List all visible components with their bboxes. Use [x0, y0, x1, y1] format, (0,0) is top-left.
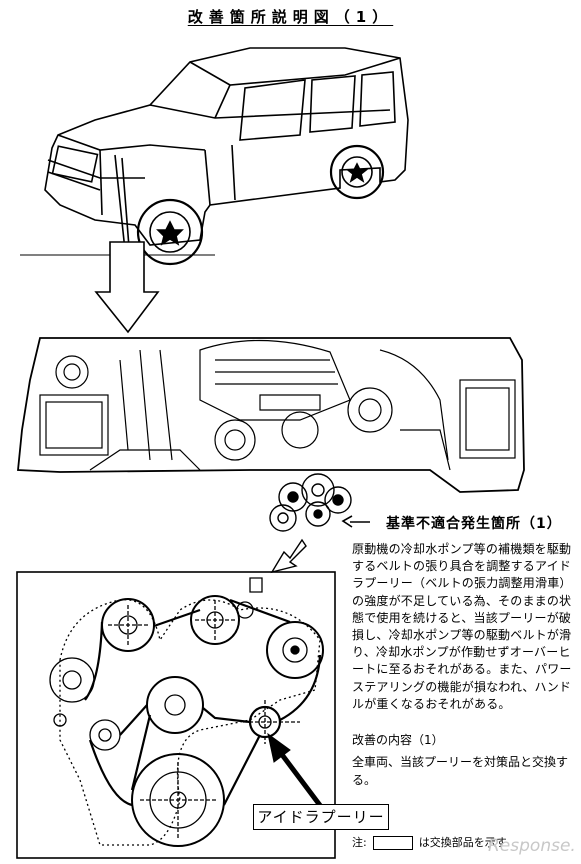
- vehicle-illustration: [20, 47, 409, 266]
- engine-bay-illustration: [17, 337, 525, 493]
- note-suffix: は交換部品を示す: [418, 836, 507, 849]
- legend-note: 注: は交換部品を示す: [352, 834, 507, 850]
- detail-arrow: [270, 538, 307, 574]
- detail-frame: [16, 571, 336, 859]
- page-title: 改善箇所説明図（1）: [187, 8, 394, 26]
- note-prefix: 注:: [352, 836, 367, 849]
- improvement-heading: 改善の内容（1）: [352, 733, 444, 747]
- belt-drive-diagram: [49, 577, 324, 847]
- defect-location-label: 基準不適合発生箇所（1）: [386, 516, 562, 532]
- improvement-body: 全車両、当該プーリーを対策品と交換する。: [352, 755, 569, 787]
- idler-pointer-arrow: [267, 732, 324, 810]
- defect-pulley-cluster: [269, 473, 370, 532]
- idler-pulley-label: アイドラプーリー: [253, 804, 389, 830]
- replacement-part-box-icon: [372, 836, 413, 850]
- watermark: Response.: [488, 836, 576, 856]
- pointer-arrow: [94, 154, 160, 334]
- defect-description: 原動機の冷却水ポンプ等の補機類を駆動するベルトの張り具合を調整するアイドラプーリ…: [352, 542, 572, 711]
